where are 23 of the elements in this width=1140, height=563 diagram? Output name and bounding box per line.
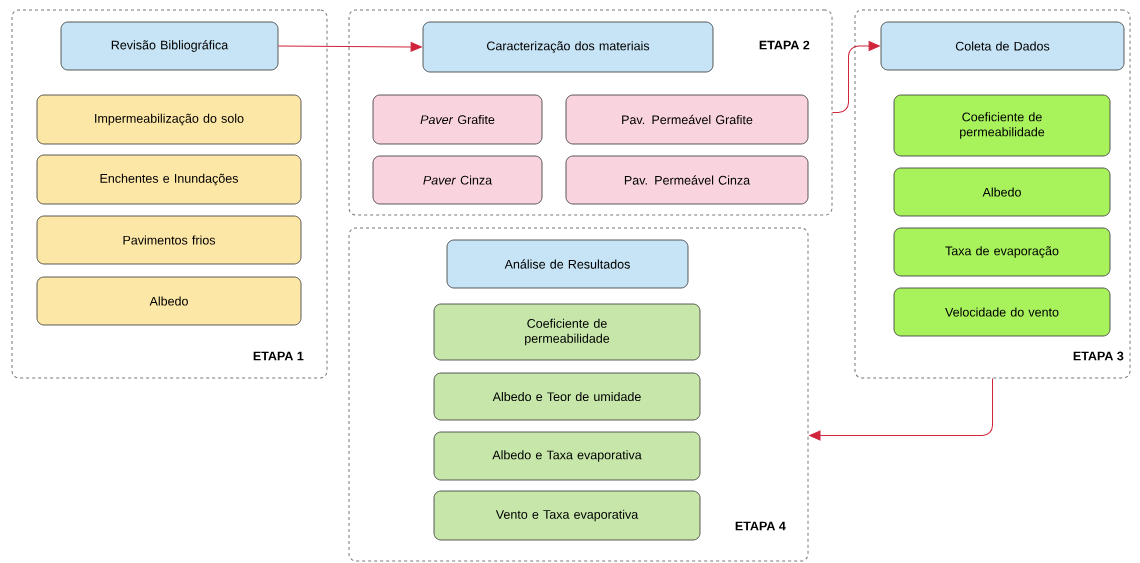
arrow — [277, 42, 422, 52]
process-box: Albedo e Teor de umidade — [433, 372, 701, 421]
arrow — [832, 41, 880, 113]
process-box: Albedo — [893, 167, 1111, 217]
process-box: Velocidade do vento — [893, 287, 1111, 337]
process-box: Albedo e Taxa evaporativa — [433, 431, 701, 481]
process-box: Coleta de Dados — [880, 21, 1125, 71]
process-box: Paver Cinza — [372, 155, 543, 205]
process-box: Impermeabilização do solo — [36, 94, 302, 145]
process-box: Paver Grafite — [372, 94, 543, 145]
arrow — [809, 378, 993, 441]
process-box: Coeficiente de permeabilidade — [893, 94, 1111, 157]
process-box: Coeficiente de permeabilidade — [433, 303, 701, 361]
process-box: Enchentes e Inundações — [36, 154, 302, 205]
process-box: Pavimentos frios — [36, 215, 302, 265]
process-box: Caracterização dos materiais — [422, 21, 714, 73]
process-box: Taxa de evaporação — [893, 227, 1111, 277]
process-box: Albedo — [36, 276, 302, 326]
process-box: Análise de Resultados — [446, 239, 689, 289]
process-box: Pav. Permeável Cinza — [565, 155, 809, 205]
process-box: Vento e Taxa evaporativa — [433, 490, 701, 541]
process-box: Pav. Permeável Grafite — [565, 94, 809, 145]
process-box: Revisão Bibliográfica — [60, 21, 279, 71]
